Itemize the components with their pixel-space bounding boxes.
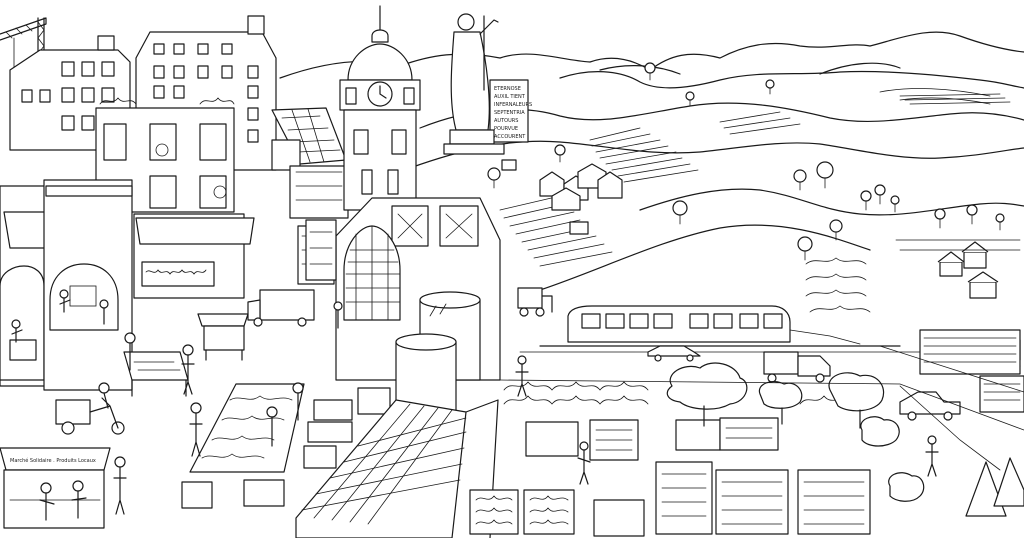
statue: [443, 13, 529, 155]
mountain-range: [279, 31, 1024, 89]
truck-right: [763, 351, 831, 383]
hill-trees: [487, 62, 1005, 261]
plaque-line: POURVUE: [494, 126, 518, 132]
field-plots-right: [805, 239, 1024, 413]
roads: [499, 345, 1024, 471]
hillside-village: [501, 159, 999, 299]
storefront-awning: [133, 213, 255, 299]
statue-plaque: ETERNOSE AUXIL TIENT INFERNALEURS SEPTEN…: [494, 86, 532, 140]
farm-workers: [333, 301, 939, 485]
vegetable-beds: [469, 417, 871, 537]
cargo-bike: [55, 382, 125, 435]
glass-greenhouse: [295, 399, 499, 538]
plaque-line: AUXIL TIENT: [494, 94, 526, 100]
shop-awning-left: [0, 185, 55, 387]
produce-market-tables: [113, 382, 305, 515]
car-road: [647, 345, 701, 362]
market-stall-sign: Marché Solidaire . Produits Locaux: [10, 457, 96, 464]
tram: [519, 305, 921, 353]
arched-shopfront: [43, 179, 133, 391]
plaque-line: ETERNOSE: [494, 86, 521, 92]
food-cart: [197, 313, 249, 361]
market-stall-front: Marché Solidaire . Produits Locaux: [0, 447, 111, 529]
vineyard-rows: [499, 93, 1011, 267]
plaque-line: AUTOURS: [494, 118, 518, 124]
forklift: [517, 287, 553, 317]
crates-left: [181, 387, 391, 509]
water-tanks: [395, 291, 481, 421]
delivery-van: [247, 289, 315, 327]
plaque-line: SEPTENTRIA: [494, 110, 525, 116]
clock-tower: [339, 5, 421, 211]
orchard-trees: [666, 362, 1024, 517]
pickup-truck: [899, 391, 961, 421]
rolling-hills: [409, 88, 1024, 291]
vendor-table: [123, 332, 195, 397]
plaque-line: INFERNALEURS: [494, 102, 532, 108]
plaque-line: ACCOURENT: [494, 134, 526, 140]
